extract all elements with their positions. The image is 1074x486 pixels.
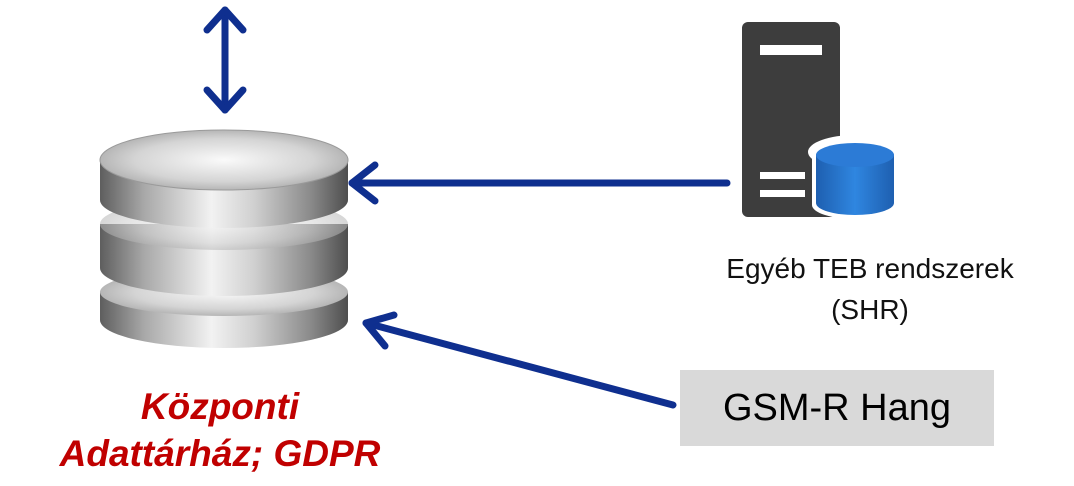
database-label: Központi Adattárház; GDPR	[20, 383, 420, 477]
server-label-line1: Egyéb TEB rendszerek	[726, 253, 1014, 284]
server-label-line2: (SHR)	[831, 294, 909, 325]
server-label: Egyéb TEB rendszerek (SHR)	[670, 248, 1070, 330]
database-stack-icon	[99, 129, 349, 348]
database-label-line2: Adattárház; GDPR	[59, 433, 381, 474]
vertical-double-arrow	[203, 6, 247, 114]
server-to-database-arrow	[348, 161, 731, 205]
gsm-r-label: GSM-R Hang	[722, 386, 952, 429]
database-label-line1: Központi	[140, 386, 300, 427]
gsm-to-database-arrow	[362, 311, 677, 409]
server-database-icon	[742, 22, 902, 219]
gsm-r-box: GSM-R Hang	[680, 370, 994, 446]
